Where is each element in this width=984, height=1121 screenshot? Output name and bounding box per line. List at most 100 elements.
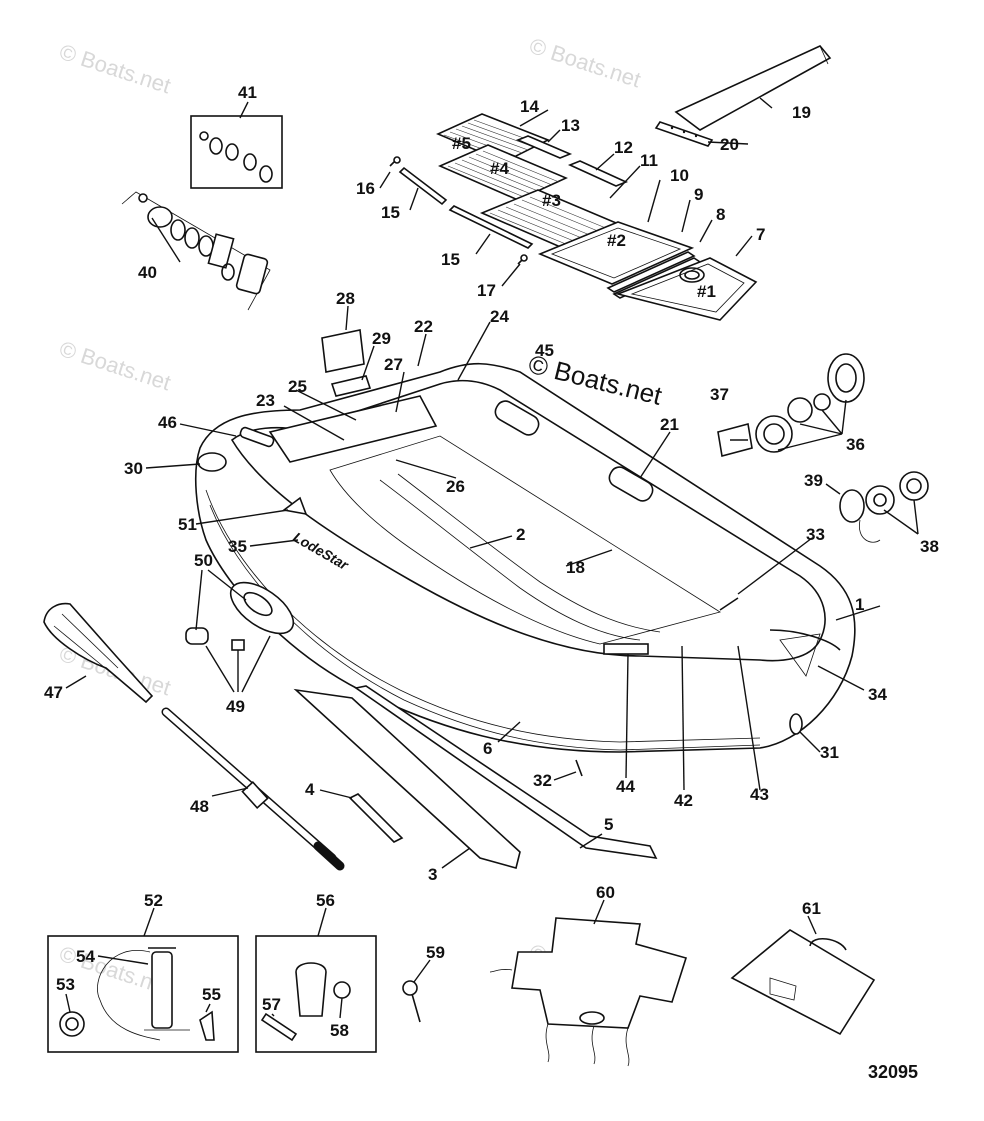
valve-screw-icon	[138, 193, 148, 203]
strip-hole-1	[670, 126, 674, 130]
strake-3	[293, 688, 521, 869]
floor-panel-2-label: #2	[607, 231, 626, 250]
callout-24: 24	[490, 307, 509, 326]
callout-5: 5	[604, 815, 613, 834]
pin-17-head	[520, 254, 528, 262]
floor-panel-1	[615, 257, 758, 321]
pump-54	[151, 951, 173, 1029]
bow-patch-34	[779, 633, 821, 677]
callout-31: 31	[820, 743, 839, 762]
callout-57: 57	[262, 995, 281, 1014]
oarlock-sleeve-49	[185, 627, 209, 645]
wrench-handle	[411, 993, 421, 1023]
callout-49: 49	[226, 697, 245, 716]
pump-kit-box	[47, 935, 239, 1053]
gauge-53	[59, 1011, 85, 1037]
callout-1: 1	[855, 595, 864, 614]
valve-cap-icon	[199, 131, 209, 141]
callout-6: 6	[483, 739, 492, 758]
boat-cover	[511, 917, 688, 1029]
transom-22	[268, 395, 438, 463]
callout-26: 26	[446, 477, 465, 496]
cover-strap-3	[625, 1027, 630, 1067]
valve-36-c	[813, 393, 831, 411]
patch-28	[321, 329, 365, 373]
oar-blade-rib-1	[61, 613, 119, 669]
oarlock-base-hole	[243, 591, 273, 617]
decal-44	[603, 643, 649, 655]
callout-15-a: 15	[381, 203, 400, 222]
callout-52: 52	[144, 891, 163, 910]
leader-lines	[65, 97, 919, 1019]
callout-29: 29	[372, 329, 391, 348]
callout-47: 47	[44, 683, 63, 702]
callout-58: 58	[330, 1021, 349, 1040]
valve-kit-41	[190, 115, 283, 189]
cover-strap-1	[545, 1023, 550, 1063]
callout-43: 43	[750, 785, 769, 804]
handle-upper	[494, 400, 540, 436]
valve-38-a	[865, 485, 895, 515]
keel-2	[379, 479, 641, 641]
o-ring-3	[243, 153, 257, 171]
valve-36-b	[787, 397, 813, 423]
callout-39: 39	[804, 471, 823, 490]
part-46	[239, 426, 275, 448]
pump-kit-52	[47, 935, 239, 1053]
callout-28: 28	[336, 289, 355, 308]
oar-grip	[313, 841, 345, 871]
valve-kit-box	[190, 115, 283, 189]
callout-30: 30	[124, 459, 143, 478]
floor-panel-2	[537, 221, 695, 285]
stringer-15-b	[448, 205, 534, 249]
cap-58	[333, 981, 351, 999]
callout-7: 7	[756, 225, 765, 244]
callout-17: 17	[477, 281, 496, 300]
repair-kit-box	[255, 935, 377, 1053]
callout-50: 50	[194, 551, 213, 570]
callout-2: 2	[516, 525, 525, 544]
callout-55: 55	[202, 985, 221, 1004]
oar-collar	[241, 781, 269, 809]
callout-3: 3	[428, 865, 437, 884]
callout-4: 4	[305, 780, 315, 799]
transom-cover-edge	[819, 45, 829, 65]
oarlock-parts	[185, 581, 295, 651]
wrench-59	[402, 980, 421, 1023]
diagram-id: 32095	[868, 1062, 918, 1082]
floor-panels: #5 #4 #3 #2 #1	[389, 113, 758, 321]
adapter-55	[199, 1010, 215, 1041]
panel-hatch-4	[447, 150, 560, 198]
cover-60	[489, 917, 688, 1067]
callout-56: 56	[316, 891, 335, 910]
valve-36-a	[755, 415, 793, 453]
callout-18: 18	[566, 558, 585, 577]
callout-46: 46	[158, 413, 177, 432]
strip-hole-2	[682, 130, 686, 134]
callout-22: 22	[414, 317, 433, 336]
valve-36-a-inner	[763, 423, 785, 445]
callout-10: 10	[670, 166, 689, 185]
callout-15-b: 15	[441, 250, 460, 269]
callout-54: 54	[76, 947, 95, 966]
callout-48: 48	[190, 797, 209, 816]
callout-42: 42	[674, 791, 693, 810]
pump-hose	[97, 950, 161, 1041]
valve-ring-4	[221, 263, 235, 281]
oar-shaft-48	[161, 707, 345, 871]
oarlock-pin-49	[231, 639, 245, 651]
callout-38: 38	[920, 537, 939, 556]
callout-27: 27	[384, 355, 403, 374]
callout-34: 34	[868, 685, 887, 704]
bag-handle	[809, 938, 847, 951]
callout-41: 41	[238, 83, 257, 102]
floor-panel-5-label: #5	[452, 134, 471, 153]
stringer-15-a	[398, 166, 448, 206]
watermark-3: © Boats.net	[56, 336, 173, 395]
oarlock-base-50	[229, 581, 295, 635]
cap-39	[839, 489, 865, 523]
watermark-2: © Boats.net	[526, 33, 643, 92]
callout-51: 51	[178, 515, 197, 534]
bag-61	[730, 929, 876, 1036]
